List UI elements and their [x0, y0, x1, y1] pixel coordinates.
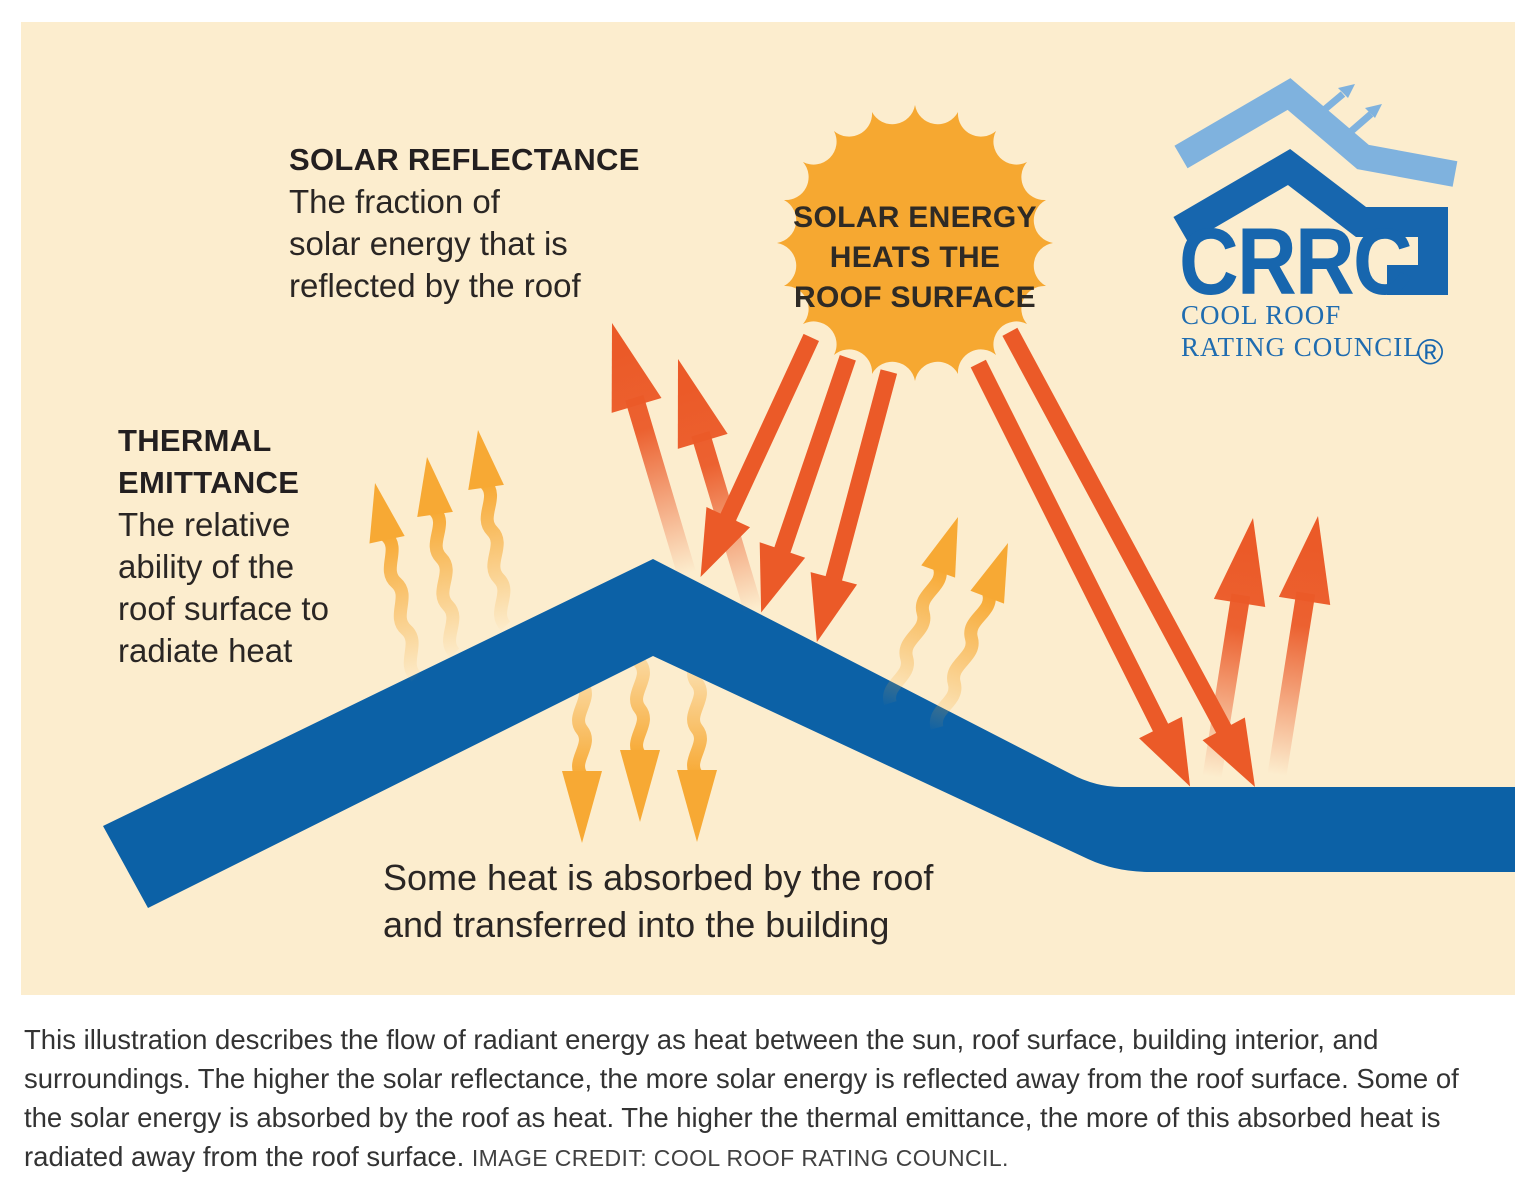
logo-light-roof	[1174, 78, 1458, 187]
logo-acronym: CRRC	[1179, 209, 1411, 315]
caption-line: This illustration describes the flow of …	[24, 1024, 1379, 1055]
solar-reflectance-heading: SOLAR REFLECTANCE	[289, 142, 640, 177]
roof-energy-diagram: CRRC COOL ROOF RATING COUNCIL ®	[103, 78, 1515, 908]
thermal-emittance-heading: THERMAL	[118, 423, 272, 458]
illustration-panel: CRRC COOL ROOF RATING COUNCIL ® SOLAR RE…	[21, 22, 1515, 995]
caption: This illustration describes the flow of …	[24, 1020, 1524, 1178]
logo-dark-roof	[1173, 148, 1448, 295]
sun-label: SOLAR ENERGY HEATS THE ROOF SURFACE	[793, 201, 1037, 314]
thermal-emittance-label: THERMAL EMITTANCE The relative ability o…	[118, 420, 329, 672]
crrc-logo: CRRC COOL ROOF RATING COUNCIL ®	[1173, 78, 1458, 372]
caption-line: surroundings. The higher the solar refle…	[24, 1063, 1459, 1094]
registered-mark: ®	[1417, 331, 1444, 372]
caption-line-last: radiated away from the roof surface. IMA…	[24, 1141, 1009, 1172]
absorbed-heat-label: Some heat is absorbed by the roof and tr…	[383, 857, 934, 945]
logo-name-line1: COOL ROOF	[1181, 300, 1341, 330]
roof-shape	[103, 559, 1515, 908]
solar-reflectance-label: SOLAR REFLECTANCE The fraction of solar …	[289, 139, 640, 307]
logo-name-line2: RATING COUNCIL	[1181, 332, 1421, 362]
image-credit: IMAGE CREDIT: COOL ROOF RATING COUNCIL.	[471, 1145, 1009, 1171]
caption-line: the solar energy is absorbed by the roof…	[24, 1102, 1441, 1133]
logo-reflect-arrows	[1315, 84, 1382, 137]
sun-icon	[777, 105, 1053, 381]
